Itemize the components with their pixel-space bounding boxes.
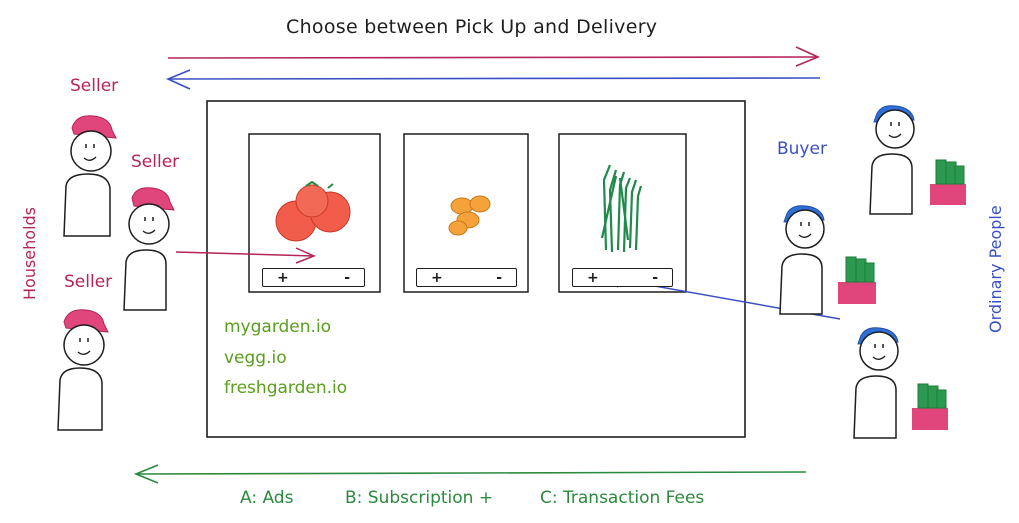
tomato-image — [275, 180, 351, 242]
potato-image — [448, 195, 491, 236]
seller-to-market-arrow — [175, 247, 316, 264]
revenue-ads-label: A: Ads — [240, 488, 294, 508]
minus-button[interactable]: - — [652, 269, 658, 286]
marketplace-box — [206, 100, 746, 438]
plus-button[interactable]: + — [587, 269, 599, 286]
plus-button[interactable]: + — [431, 269, 443, 286]
top-arrow-left — [165, 69, 821, 90]
quantity-stepper-tomatoes[interactable]: + - — [262, 268, 365, 287]
quantity-stepper-greens[interactable]: + - — [572, 268, 673, 287]
revenue-fees-label: C: Transaction Fees — [540, 488, 705, 508]
product-card-tomatoes — [248, 133, 381, 293]
product-card-greens — [558, 133, 687, 293]
buyer-label: Buyer — [777, 139, 827, 159]
site-label-2: vegg.io — [224, 348, 287, 368]
seller-person-2 — [123, 187, 175, 311]
quantity-stepper-potatoes[interactable]: + - — [416, 268, 517, 287]
seller-label-3: Seller — [64, 272, 113, 292]
site-label-1: mygarden.io — [224, 317, 332, 337]
plus-button[interactable]: + — [277, 269, 289, 286]
product-card-potatoes — [403, 133, 529, 293]
households-label: Households — [20, 206, 39, 300]
bottom-arrow-left — [133, 464, 807, 484]
buyer-person-2 — [779, 205, 876, 315]
site-label-3: freshgarden.io — [224, 378, 348, 398]
minus-button[interactable]: - — [344, 269, 350, 286]
revenue-subscription-label: B: Subscription + — [345, 488, 494, 508]
greens-image — [600, 164, 643, 253]
ordinary-people-label: Ordinary People — [986, 205, 1005, 333]
buyer-person-3 — [853, 327, 948, 439]
seller-label-2: Seller — [131, 152, 180, 172]
minus-button[interactable]: - — [496, 269, 502, 286]
seller-person-1 — [63, 115, 117, 237]
diagram-title: Choose between Pick Up and Delivery — [286, 16, 658, 38]
seller-label-1: Seller — [70, 76, 119, 96]
top-arrow-right — [167, 46, 821, 67]
buyer-person-1 — [869, 105, 966, 215]
seller-person-3 — [57, 309, 109, 431]
